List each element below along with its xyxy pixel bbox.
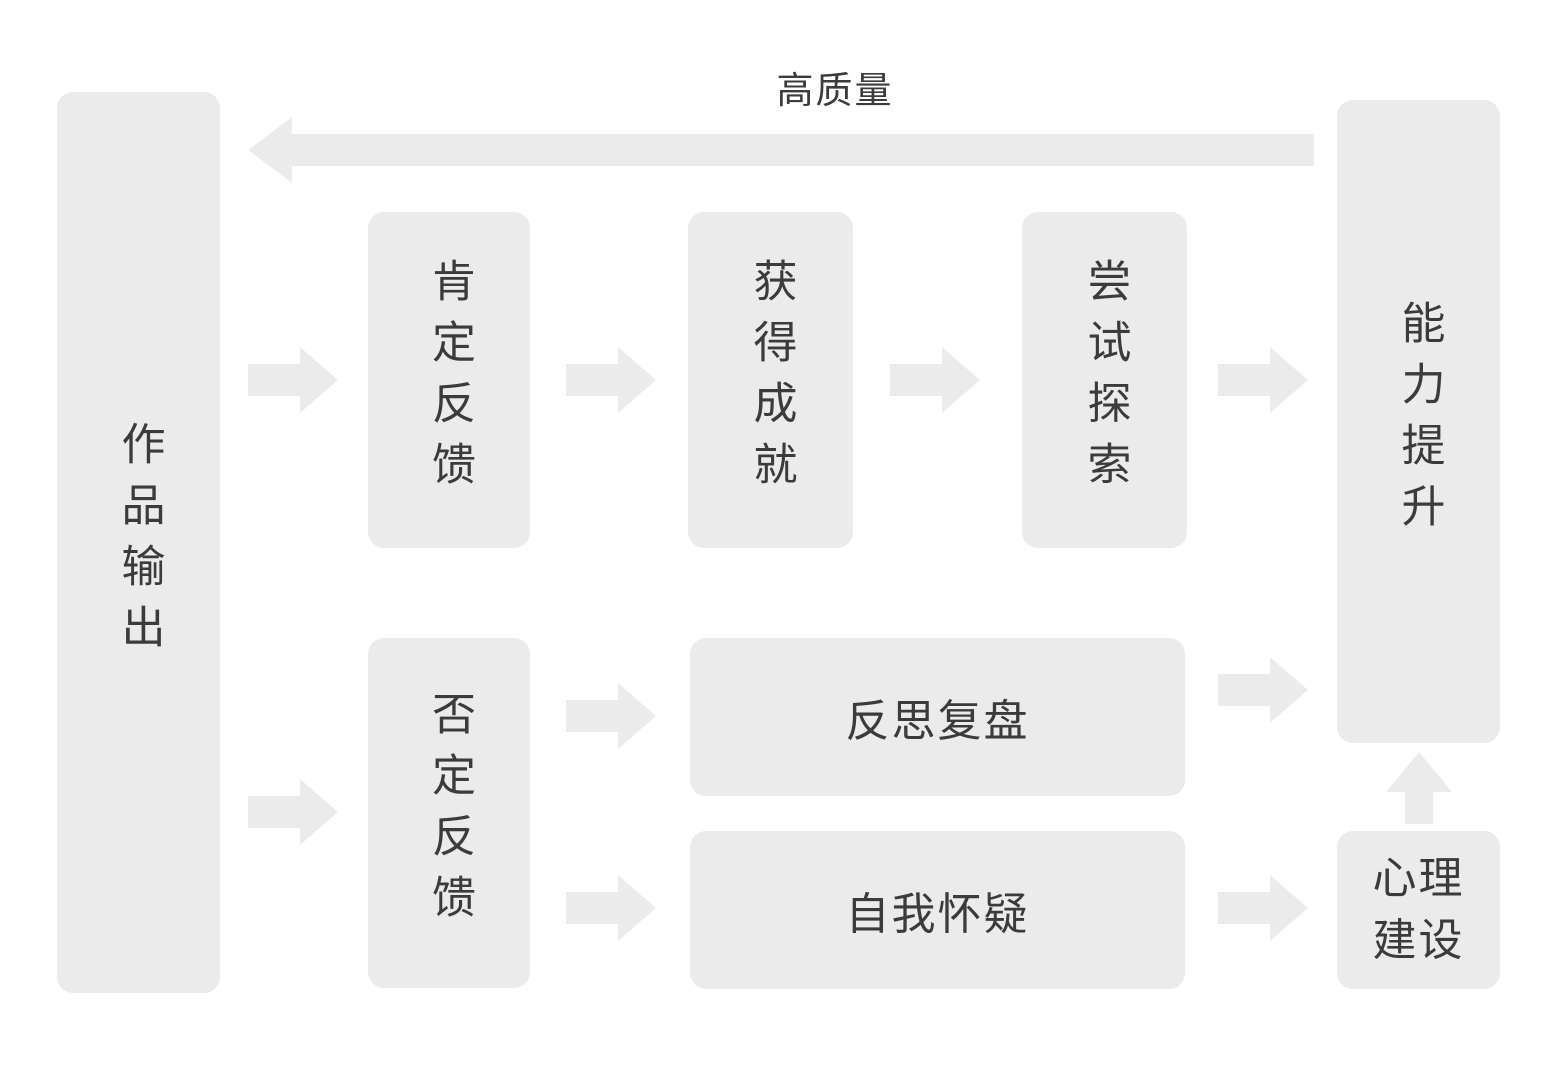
arrow-right-icon — [890, 347, 980, 413]
node-reflect-review-label: 反思复盘 — [845, 697, 1030, 746]
node-mental-building: 心理建设 — [1337, 831, 1500, 989]
node-try-explore: 尝试探索 — [1022, 212, 1187, 548]
node-gain-achievement: 获得成就 — [688, 212, 853, 548]
arrow-right-icon — [1218, 347, 1308, 413]
node-self-doubt: 自我怀疑 — [690, 831, 1185, 989]
node-positive-feedback-label: 肯定反馈 — [425, 258, 474, 502]
node-reflect-review: 反思复盘 — [690, 638, 1185, 796]
node-negative-feedback-label: 否定反馈 — [425, 691, 474, 935]
arrow-right-icon — [566, 347, 656, 413]
arrow-left-icon — [248, 117, 1314, 183]
node-work-output: 作品输出 — [57, 92, 220, 993]
node-gain-achievement-label: 获得成就 — [746, 258, 796, 502]
arrow-right-icon — [566, 683, 656, 749]
arrow-right-icon — [248, 347, 338, 413]
node-work-output-label: 作品输出 — [114, 420, 164, 665]
node-ability-improvement: 能力提升 — [1337, 100, 1500, 743]
node-self-doubt-label: 自我怀疑 — [845, 890, 1030, 939]
arrow-right-icon — [1218, 875, 1308, 941]
node-positive-feedback: 肯定反馈 — [368, 212, 530, 548]
node-negative-feedback: 否定反馈 — [368, 638, 530, 988]
node-mental-building-label: 心理建设 — [1372, 853, 1465, 965]
arrow-up-icon — [1386, 752, 1452, 824]
arrow-right-icon — [1218, 657, 1308, 723]
node-ability-improvement-label: 能力提升 — [1394, 299, 1444, 544]
arrow-right-icon — [566, 875, 656, 941]
feedback-loop-label: 高质量 — [776, 70, 894, 111]
node-try-explore-label: 尝试探索 — [1080, 258, 1130, 502]
arrow-right-icon — [248, 779, 338, 845]
